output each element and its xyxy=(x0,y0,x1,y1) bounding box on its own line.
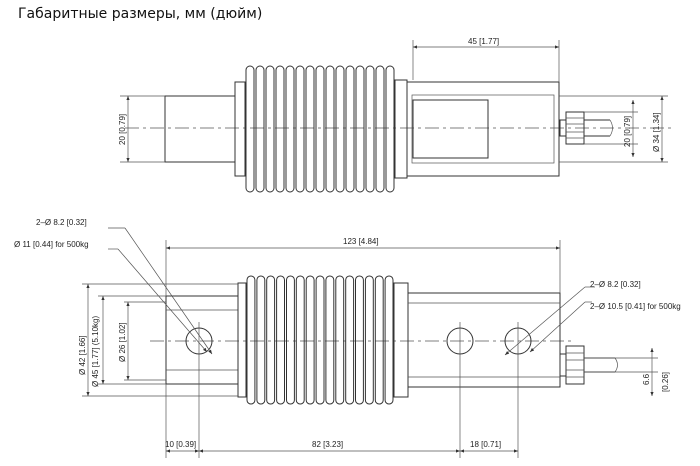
bellows-fin xyxy=(325,65,335,193)
bellows-fin xyxy=(305,275,315,405)
front-bellows xyxy=(246,275,394,405)
bellows-fin xyxy=(266,275,276,405)
dim-top-length: 45 [1.77] xyxy=(468,37,499,46)
label-hole-left: 2–Ø 8.2 [0.32] xyxy=(36,218,87,227)
top-bellows xyxy=(245,65,395,193)
dim-cable-height: 6.6 xyxy=(642,373,651,385)
bellows-fin xyxy=(305,65,315,193)
bellows-fin xyxy=(285,65,295,193)
bellows-fin xyxy=(335,275,345,405)
dim-total-length: 123 [4.84] xyxy=(343,237,379,246)
bellows-fin xyxy=(365,65,375,193)
bellows-fin xyxy=(325,275,335,405)
dim-top-left-height: 20 [0.79] xyxy=(118,114,127,145)
label-hole-right-500kg: 2–Ø 10.5 [0.41] for 500kg xyxy=(590,302,681,311)
dim-cable-height-inch: [0.26] xyxy=(661,372,670,392)
bellows-fin xyxy=(276,275,286,405)
bellows-fin xyxy=(245,65,255,193)
dim-top-diameter: Ø 34 [1.34] xyxy=(652,112,661,152)
bellows-fin xyxy=(255,65,265,193)
dim-bottom-10: 10 [0.39] xyxy=(165,440,196,449)
bellows-fin xyxy=(375,65,385,193)
bellows-fin xyxy=(364,275,374,405)
bellows-fin xyxy=(256,275,266,405)
bellows-fin xyxy=(374,275,384,405)
bellows-fin xyxy=(246,275,256,405)
dim-bottom-82: 82 [3.23] xyxy=(312,440,343,449)
dim-diameter-45: Ø 45 [1.77] (5.10kg) xyxy=(91,316,100,387)
label-hole-left-500kg: Ø 11 [0.44] for 500kg xyxy=(14,240,89,249)
top-view: 45 [1.77] 20 [0.79] 20 [0.79] Ø 34 [1.34… xyxy=(118,37,672,193)
bellows-fin xyxy=(335,65,345,193)
bellows-fin xyxy=(315,65,325,193)
bellows-fin xyxy=(355,275,364,405)
front-view: 123 [4.84] 2–Ø 8.2 [0.32] Ø 11 [0.44] fo… xyxy=(14,218,681,458)
dim-bottom-18: 18 [0.71] xyxy=(470,440,501,449)
bellows-fin xyxy=(295,65,305,193)
bellows-fin xyxy=(295,275,305,405)
drawing-title: Габаритные размеры, мм (дюйм) xyxy=(18,6,263,22)
bellows-fin xyxy=(355,65,365,193)
bellows-fin xyxy=(275,65,285,193)
bellows-fin xyxy=(286,275,295,405)
dim-diameter-42: Ø 42 [1.66] xyxy=(78,335,87,375)
bellows-fin xyxy=(315,275,325,405)
bellows-fin xyxy=(384,275,394,405)
label-hole-right: 2–Ø 8.2 [0.32] xyxy=(590,280,641,289)
bellows-fin xyxy=(345,275,355,405)
bellows-fin xyxy=(265,65,275,193)
bellows-fin xyxy=(345,65,355,193)
dim-top-right-height: 20 [0.79] xyxy=(623,116,632,147)
dim-diameter-26: Ø 26 [1.02] xyxy=(118,322,127,362)
bellows-fin xyxy=(385,65,395,193)
